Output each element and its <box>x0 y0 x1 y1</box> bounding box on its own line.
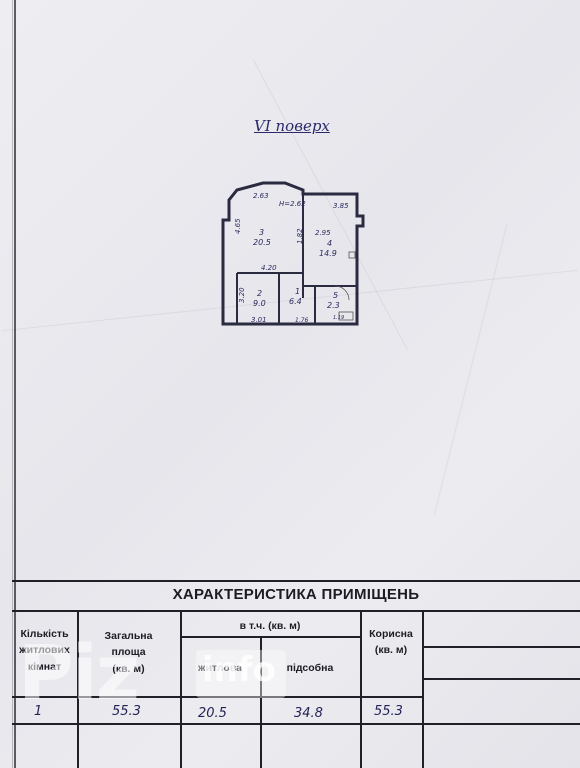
value-aux-area: 34.8 <box>294 706 323 721</box>
room-area: 14.9 <box>319 249 337 258</box>
dimension-label: 4.65 <box>234 218 242 234</box>
header-living-area: житлова <box>197 662 242 674</box>
table-divider <box>77 610 79 768</box>
header-line: (кв. м) <box>112 662 145 675</box>
table-border <box>422 678 580 680</box>
room-area: 9.0 <box>253 299 266 308</box>
margin-line <box>14 0 16 768</box>
header-line: житлових <box>19 644 70 657</box>
header-line: Загальна <box>104 630 153 642</box>
header-line: площа <box>111 646 146 659</box>
room-number: 5 <box>333 291 338 300</box>
door-swing <box>334 285 350 301</box>
dimension-label: 1.19 <box>333 315 344 321</box>
floor-title: VI поверх <box>254 117 330 135</box>
dimension-label: 2.95 <box>315 229 331 237</box>
table-border <box>12 696 422 698</box>
dimension-label: 1.82 <box>296 228 304 244</box>
header-rooms-count: Кількість житлових кімнат <box>12 626 77 675</box>
fixture <box>338 311 354 321</box>
paper-crease <box>433 224 508 516</box>
header-line: (кв. м) <box>374 644 408 657</box>
room-area: 20.5 <box>253 238 271 247</box>
dimension-label: 1.76 <box>295 317 309 324</box>
room-number: 3 <box>259 228 264 237</box>
fixture <box>348 251 356 259</box>
room-number: 1 <box>295 287 300 296</box>
header-total-area: Загальна площа (кв. м) <box>77 628 180 677</box>
table-border <box>422 646 580 648</box>
room-number: 2 <box>257 289 262 298</box>
table-border <box>12 580 580 582</box>
room-area: 2.3 <box>327 301 340 310</box>
table-border <box>12 610 580 612</box>
dimension-label: 3.20 <box>238 287 246 303</box>
watermark-logo: Piz <box>18 628 140 717</box>
table-border <box>180 636 360 638</box>
dimension-label: 3.85 <box>333 202 349 210</box>
rooms-characteristics-table: ХАРАКТЕРИСТИКА ПРИМІЩЕНЬ Кількість житло… <box>12 578 580 768</box>
dimension-label: 4.20 <box>261 264 277 272</box>
table-divider <box>180 610 182 768</box>
header-useful-area: Корисна (кв. м) <box>360 626 422 659</box>
room-area: 6.4 <box>289 297 302 306</box>
header-line: кімнат <box>27 660 62 673</box>
header-aux-area: підсобна <box>286 662 334 674</box>
table-divider <box>360 610 362 768</box>
value-rooms-count: 1 <box>34 704 43 719</box>
table-divider <box>422 610 424 768</box>
value-living-area: 20.5 <box>198 706 227 721</box>
watermark-badge: info <box>196 650 286 698</box>
dimension-label: H=2.62 <box>279 200 306 208</box>
dimension-label: 3.01 <box>251 316 267 324</box>
header-group: в т.ч. (кв. м) <box>239 620 301 632</box>
floor-plan: 2.63 H=2.62 4.65 1.82 3.85 2.95 4.20 3.2… <box>221 181 365 326</box>
dimension-label: 2.63 <box>253 192 269 200</box>
header-line: Кількість <box>20 628 69 640</box>
table-border <box>12 723 580 725</box>
value-total-area: 55.3 <box>112 704 141 719</box>
watermark-badge-text: info <box>202 650 277 690</box>
table-divider <box>260 636 262 768</box>
margin-line <box>12 0 13 768</box>
table-title: ХАРАКТЕРИСТИКА ПРИМІЩЕНЬ <box>172 586 420 603</box>
value-useful-area: 55.3 <box>374 704 403 719</box>
header-line: Корисна <box>369 628 413 640</box>
room-number: 4 <box>327 239 332 248</box>
outer-wall <box>221 181 365 326</box>
